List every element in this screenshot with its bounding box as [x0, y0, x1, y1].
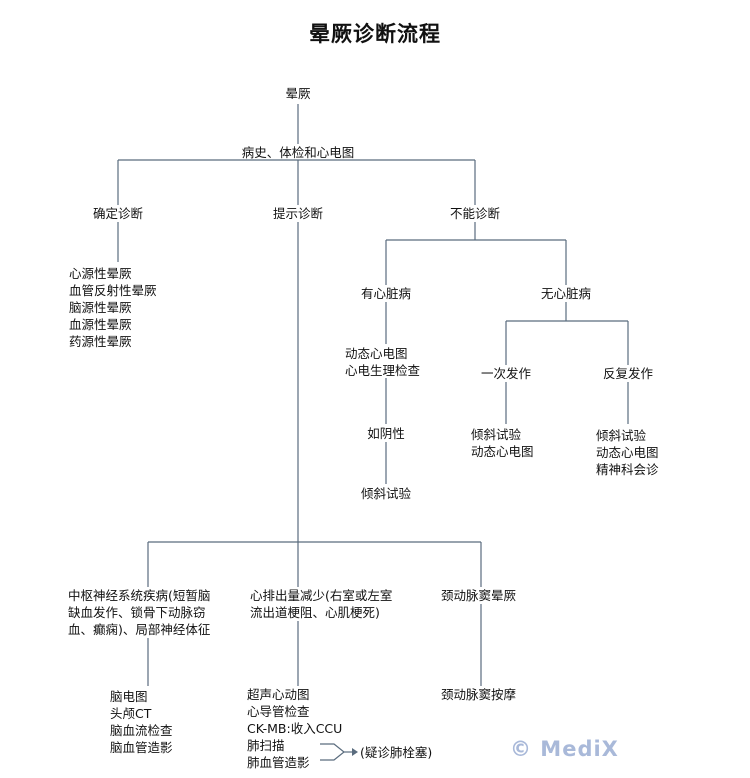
list-item: 脑源性晕厥 [69, 300, 132, 315]
node-line: 心排出量减少(右室或左室 [250, 588, 393, 603]
node-line: 中枢神经系统疾病(短暂脑 [68, 588, 211, 603]
single-episode-tests: 倾斜试验 动态心电图 [471, 426, 534, 460]
heart-disease-tests: 动态心电图 心电生理检查 [345, 345, 420, 379]
list-item: CK-MB:收入CCU [247, 721, 343, 736]
list-item: 肺血管造影 [247, 755, 310, 770]
carotid-sinus-syncope-node: 颈动脉窦晕厥 [441, 588, 517, 603]
list-item: 动态心电图 [345, 346, 408, 361]
page-title: 晕厥诊断流程 [309, 21, 441, 46]
suspected-pe-note: (疑诊肺栓塞) [360, 745, 433, 760]
list-item: 头颅CT [110, 706, 152, 721]
node-line: 流出道梗阻、心肌梗死) [250, 605, 380, 620]
list-item: 脑血管造影 [110, 740, 173, 755]
list-item: 药源性晕厥 [69, 334, 132, 349]
list-item: 心导管检查 [247, 704, 310, 719]
cardiac-output-tests: 超声心动图 心导管检查 CK-MB:收入CCU 肺扫描 肺血管造影 [247, 686, 342, 771]
list-item: 肺扫描 [247, 738, 285, 753]
no-heart-disease-node: 无心脏病 [540, 286, 592, 301]
list-item: 心源性晕厥 [69, 266, 132, 281]
root-node: 晕厥 [285, 86, 311, 101]
if-negative-node: 如阴性 [367, 426, 405, 441]
node-line: 缺血发作、锁骨下动脉窃 [68, 605, 206, 620]
node-line: 血、癫痫)、局部神经体征 [68, 622, 211, 637]
arrow-head [352, 748, 358, 756]
definite-diagnosis-node: 确定诊断 [92, 206, 144, 221]
list-item: 倾斜试验 [471, 427, 522, 442]
suggestive-diagnosis-node: 提示诊断 [272, 206, 324, 221]
medix-watermark-logo: © MediX [510, 737, 619, 761]
list-item: 血管反射性晕厥 [69, 283, 157, 298]
heart-disease-node: 有心脏病 [360, 286, 412, 301]
carotid-sinus-massage-node: 颈动脉窦按摩 [441, 687, 517, 702]
list-item: 脑电图 [110, 689, 148, 704]
single-episode-node: 一次发作 [480, 366, 532, 381]
cns-disease-node: 中枢神经系统疾病(短暂脑 缺血发作、锁骨下动脉窃 血、癫痫)、局部神经体征 [68, 587, 210, 638]
unexplained-node: 不能诊断 [449, 206, 501, 221]
recurrent-episode-node: 反复发作 [602, 366, 654, 381]
list-item: 心电生理检查 [345, 363, 421, 378]
tilt-test-node: 倾斜试验 [360, 486, 412, 501]
list-item: 超声心动图 [247, 687, 310, 702]
list-item: 倾斜试验 [596, 428, 647, 443]
cns-tests: 脑电图 头颅CT 脑血流检查 脑血管造影 [110, 688, 173, 756]
cardiac-output-node: 心排出量减少(右室或左室 流出道梗阻、心肌梗死) [250, 587, 392, 621]
definite-list: 心源性晕厥 血管反射性晕厥 脑源性晕厥 血源性晕厥 药源性晕厥 [69, 265, 157, 350]
history-exam-ecg-node: 病史、体检和心电图 [241, 145, 355, 160]
list-item: 血源性晕厥 [69, 317, 132, 332]
list-item: 动态心电图 [471, 444, 534, 459]
list-item: 脑血流检查 [110, 723, 173, 738]
list-item: 精神科会诊 [596, 462, 659, 477]
recurrent-episode-tests: 倾斜试验 动态心电图 精神科会诊 [596, 427, 659, 478]
list-item: 动态心电图 [596, 445, 659, 460]
